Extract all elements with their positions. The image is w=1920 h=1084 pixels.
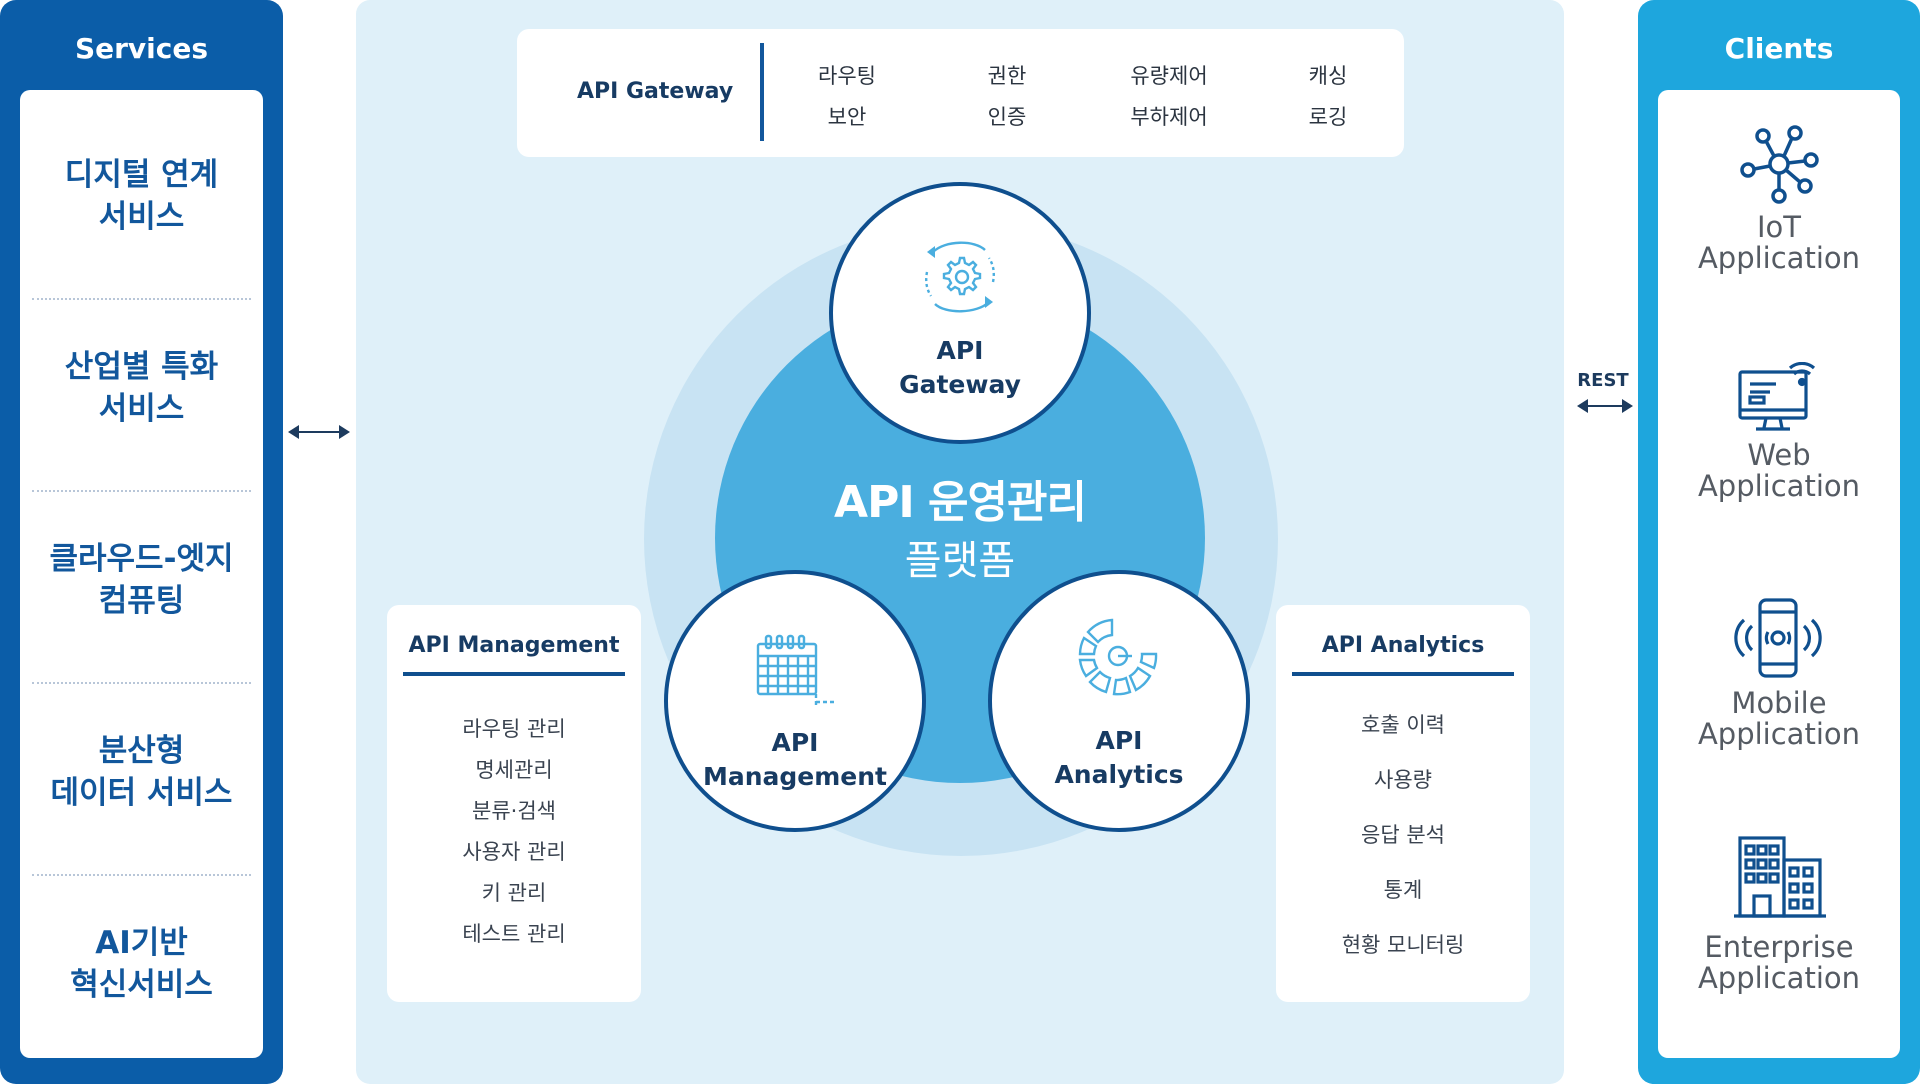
node-api-management-label: API Management [702,728,888,791]
monitor-wifi-icon [1738,362,1816,431]
management-item: 테스트 관리 [462,922,566,946]
service-item-industry: 산업별 특화 서비스 [64,349,219,427]
platform-subtitle: 플랫폼 [904,538,1016,584]
gateway-feature: 권한 [987,64,1027,88]
analytics-item: 사용량 [1374,768,1432,792]
services-list: 디지털 연계 서비스 산업별 특화 서비스 클라우드-엣지 컴퓨팅 분산형 데이… [20,90,263,1058]
analytics-item: 현황 모니터링 [1341,933,1465,957]
service-item-distributed-data: 분산형 데이터 서비스 [50,733,233,811]
services-bidirectional-arrow [288,425,350,439]
services-divider [32,874,251,876]
clients-bidirectional-arrow [1577,399,1633,413]
card-underline [403,672,625,676]
services-divider [32,490,251,492]
analytics-item: 호출 이력 [1361,713,1445,737]
smartphone-signal-icon [1734,598,1822,678]
client-web-label: Web Application [1697,438,1861,503]
platform-title: API 운영관리 [834,477,1087,528]
api-management-card-title: API Management [408,633,620,658]
card-underline [1292,672,1514,676]
gateway-feature: 유량제어 [1130,64,1208,88]
node-api-management: API Management [664,570,926,832]
service-item-digital-link: 디지털 연계 서비스 [64,157,219,235]
clients-list: IoT Application Web Applicatio [1658,90,1900,1058]
office-building-icon [1734,836,1826,918]
management-item: 키 관리 [481,881,547,905]
gear-cycle-icon [925,241,995,313]
services-title: Services [74,32,209,65]
gateway-feature: 보안 [827,105,867,129]
gateway-feature: 인증 [987,105,1027,129]
management-item: 사용자 관리 [462,840,566,864]
gateway-feature: 캐싱 [1308,64,1348,88]
node-api-gateway: API Gateway [829,182,1091,444]
client-mobile: Mobile Application [1658,596,1900,796]
gateway-feature: 부하제어 [1130,105,1208,129]
node-api-gateway-label: API Gateway [899,336,1021,399]
services-panel: Services 디지털 연계 서비스 산업별 특화 서비스 클라우드-엣지 컴… [0,0,283,1084]
management-item: 명세관리 [475,758,553,782]
network-nodes-icon [1740,125,1819,204]
rest-label: REST [1577,370,1629,391]
api-analytics-card-title: API Analytics [1321,633,1485,658]
gateway-feature-bar: API Gateway 라우팅 권한 유량제어 캐싱 보안 인증 부하제어 로깅 [517,29,1404,157]
client-mobile-label: Mobile Application [1697,686,1861,751]
services-divider [32,682,251,684]
client-iot: IoT Application [1658,120,1900,320]
service-item-ai: AI기반 혁신서비스 [70,925,213,1003]
api-analytics-card: API Analytics 호출 이력 사용량 응답 분석 통계 현황 모니터링 [1276,605,1530,1002]
node-api-analytics-label: API Analytics [1054,726,1184,789]
clients-panel: Clients Io [1638,0,1920,1084]
client-web: Web Application [1658,358,1900,558]
api-management-card: API Management 라우팅 관리 명세관리 분류·검색 사용자 관리 … [387,605,641,1002]
analytics-item: 통계 [1383,878,1423,902]
calendar-grid-icon [756,634,834,706]
analytics-item: 응답 분석 [1361,823,1445,847]
management-item: 분류·검색 [472,799,556,823]
gateway-bar-title: API Gateway [577,79,734,104]
services-divider [32,298,251,300]
client-iot-label: IoT Application [1697,210,1861,275]
gateway-feature: 라우팅 [818,64,876,88]
gateway-bar-separator [760,43,764,141]
management-item: 라우팅 관리 [462,717,566,741]
radial-segments-icon [1078,618,1158,696]
clients-title: Clients [1724,32,1834,65]
client-enterprise-label: Enterprise Application [1697,930,1861,995]
gateway-feature: 로깅 [1308,105,1348,129]
client-enterprise: Enterprise Application [1658,834,1900,1054]
service-item-cloud-edge: 클라우드-엣지 컴퓨팅 [49,541,234,619]
node-api-analytics: API Analytics [988,570,1250,832]
